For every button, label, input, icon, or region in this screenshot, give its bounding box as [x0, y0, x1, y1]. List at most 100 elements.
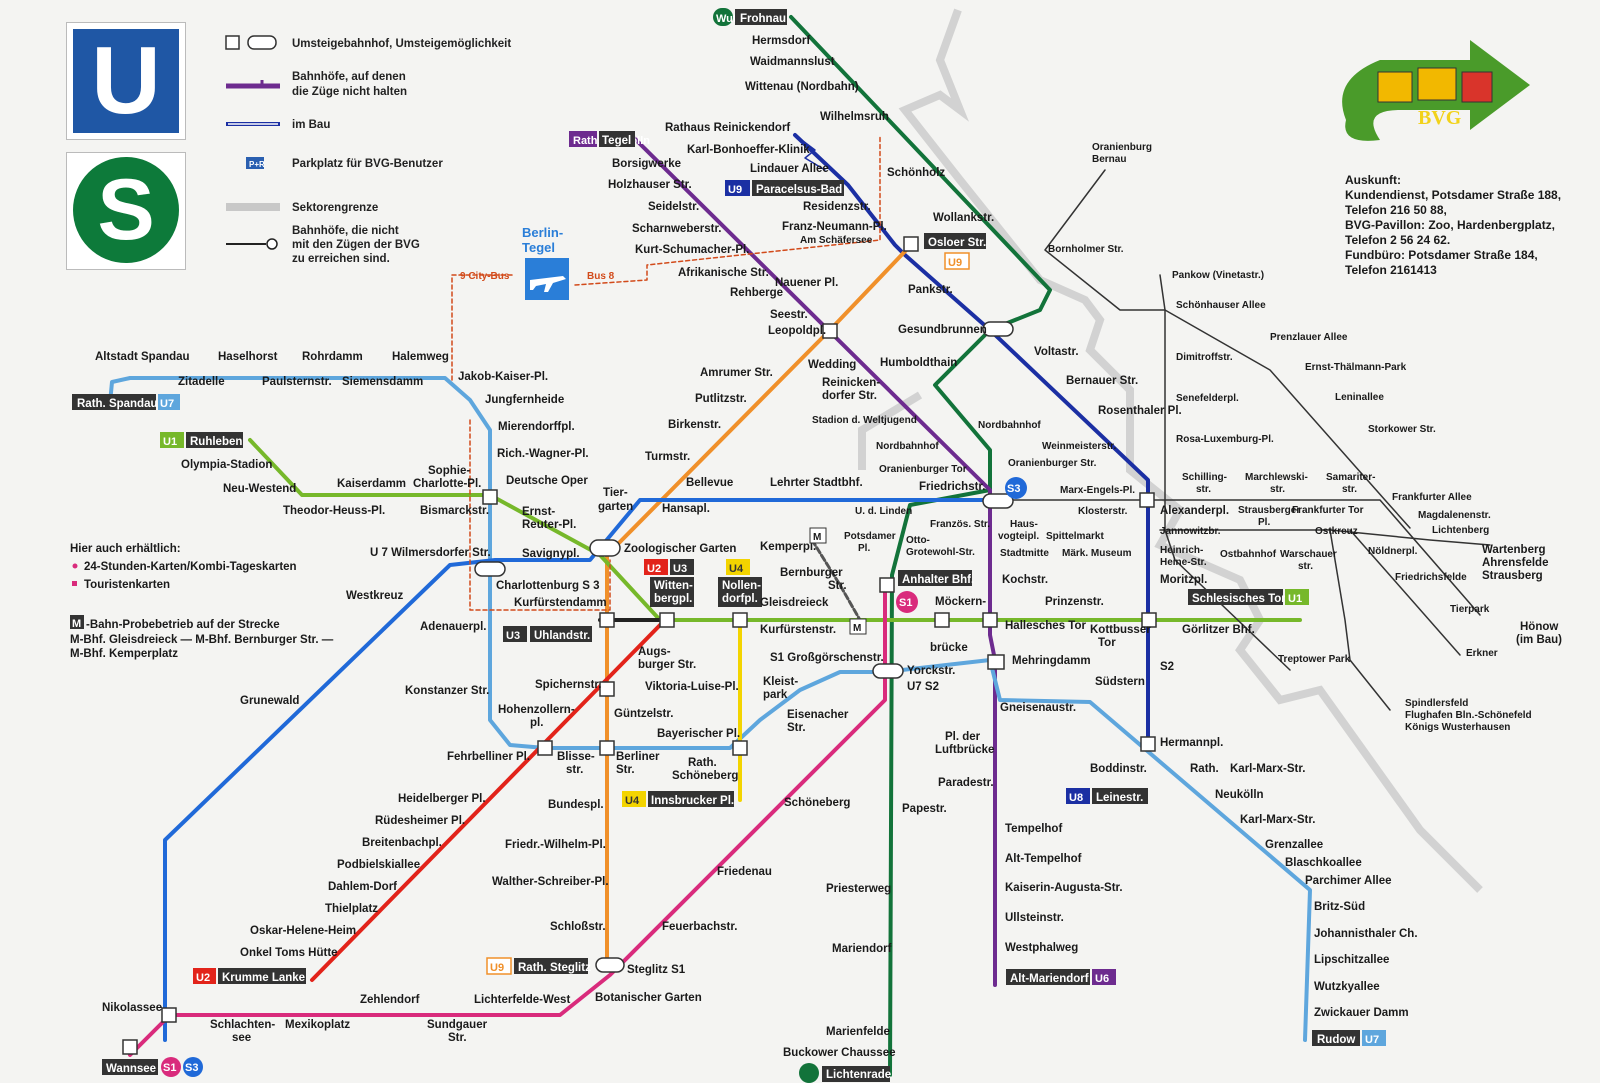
station-lipschitzallee: Lipschitzallee: [1314, 954, 1389, 966]
station-westphalweg: Westphalweg: [1005, 942, 1078, 954]
line-bus8: [574, 134, 881, 286]
station-blaschkoallee: Blaschkoallee: [1285, 857, 1362, 869]
m-bahn-icon: [70, 615, 84, 629]
station-krumme-lanke: Krumme Lanke: [222, 972, 305, 984]
station-flughafen-schoenefeld: Flughafen Bln.-Schönefeld: [1405, 710, 1532, 721]
transfer-mehringdamm: [987, 654, 1005, 670]
line-s3: [163, 498, 992, 1042]
terminus-lichtenrade: [822, 1066, 890, 1082]
badge-s1-anhalter: [896, 591, 918, 613]
station-ahrensfelde: Ahrensfelde: [1482, 557, 1548, 569]
station-innsbrucker-pl: Innsbrucker Pl.: [651, 795, 734, 807]
badge-u2-krumme-lanke: [193, 968, 216, 984]
station-strausberger-pl-1: Strausberger: [1238, 505, 1300, 516]
badge-s3-wannsee-text: S3: [185, 1062, 198, 1074]
station-sundgauer-1: Sundgauer: [427, 1019, 488, 1031]
station-oranienburg: Oranienburg: [1092, 142, 1152, 153]
terminus-leinestr: [1092, 788, 1148, 804]
transfer-nollendorfpl: [732, 612, 748, 628]
station-moeckernbruecke-2: brücke: [930, 642, 968, 654]
station-suedstern: Südstern: [1095, 676, 1145, 688]
station-westkreuz: Westkreuz: [346, 590, 404, 602]
station-paracelsus-bad: Paracelsus-Bad: [756, 184, 842, 196]
station-frohnau: Frohnau: [740, 13, 786, 25]
legend-other-1: Bahnhöfe, die nicht: [292, 225, 399, 237]
badge-u7-spandau: [158, 394, 180, 410]
station-amrumer-str: Amrumer Str.: [700, 367, 773, 379]
badge-u4-innsbrucker-text: U4: [625, 795, 640, 807]
station-tegel: Tegel: [602, 135, 631, 147]
station-karl-marx-str: Neukölln: [1215, 789, 1264, 801]
station-bismarckstr: Bismarckstr.: [420, 505, 489, 517]
transfer-kurfuerstendamm: [599, 612, 615, 628]
line-sbahn-east: [989, 499, 1481, 616]
station-rosa-luxemburg-pl: Rosa-Luxemburg-Pl.: [1176, 434, 1274, 445]
station-lindauer-allee: Lindauer Allee: [750, 163, 829, 175]
station-ruhleben: Ruhleben: [190, 436, 242, 448]
station-pankow: Pankow (Vinetastr.): [1172, 270, 1264, 281]
station-bornholmer-str: Bornholmer Str.: [1048, 244, 1124, 255]
station-kurfuerstenstr: Kurfürstenstr.: [760, 624, 836, 636]
station-eisenacher-1: Eisenacher: [787, 709, 849, 721]
badge-u2-wittenbergpl: [644, 559, 668, 575]
station-friedr-wilhelm-pl: Friedr.-Wilhelm-Pl.: [505, 839, 606, 851]
badge-u3-wittenbergpl: [670, 559, 694, 575]
line-bus-tegel-south: [469, 419, 611, 611]
station-grunewald: Grunewald: [240, 695, 299, 707]
station-goerlitzer-bhf: Görlitzer Bhf.: [1182, 624, 1255, 636]
m-bahn-gleisdreieck-letter: M: [853, 623, 861, 634]
station-bayerischer-pl: Bayerischer Pl.: [657, 728, 740, 740]
legend-other-circle: [266, 238, 278, 250]
station-leopoldpl: Leopoldpl.: [768, 325, 826, 337]
badge-u8-leinestr-text: U8: [1069, 792, 1083, 804]
line-u9: [605, 242, 914, 967]
station-lichterfelde-west: Lichterfelde-West: [474, 994, 570, 1006]
station-jungfernheide: Jungfernheide: [485, 394, 564, 406]
station-rich-wagner-pl: Rich.-Wagner-Pl.: [497, 448, 589, 460]
terminus-ruhleben: [186, 432, 243, 448]
station-birkenstr: Birkenstr.: [668, 419, 721, 431]
legend-parking: Parkplatz für BVG-Benutzer: [292, 158, 443, 170]
station-kochstr: Kochstr.: [1002, 574, 1048, 586]
station-kleistpark-1: Kleist-: [763, 676, 798, 688]
badge-s2-frohnau: [713, 8, 733, 26]
badge-u1-ruhleben-text: U1: [163, 436, 177, 448]
badge-u8-paracelsus-text: U9: [728, 184, 742, 196]
line-u1: [248, 438, 1302, 622]
station-leninallee: Leninallee: [1335, 392, 1384, 403]
station-alt-mariendorf: Alt-Mariendorf: [1010, 973, 1089, 985]
badge-s1-wannsee: [161, 1057, 181, 1077]
station-sundgauer-2: Str.: [448, 1032, 467, 1044]
bvg-train-1: [1377, 71, 1413, 103]
station-am-schaefersee: Am Schäfersee: [800, 235, 873, 246]
station-stadtmitte: Stadtmitte: [1000, 548, 1049, 559]
transfer-wittenbergpl: [659, 612, 675, 628]
station-savignypl: Savignypl.: [522, 548, 580, 560]
line-sbahn-ring-ne: [1164, 309, 1411, 529]
station-wilmersdorfer-str: U 7 Wilmersdorfer Str.: [370, 547, 491, 559]
station-botanischer-garten: Botanischer Garten: [595, 992, 702, 1004]
station-walther-schreiber-pl: Walther-Schreiber-Pl.: [492, 876, 609, 888]
station-steglitz: Steglitz S1: [627, 964, 686, 976]
station-paradestr: Paradestr.: [938, 777, 994, 789]
station-schlachtensee-2: see: [232, 1032, 251, 1044]
station-eisenacher-2: Str.: [787, 722, 806, 734]
station-rath-neukoelln-2: Karl-Marx-Str.: [1230, 763, 1305, 775]
station-turmstr: Turmstr.: [645, 451, 690, 463]
station-adenauerpl: Adenauerpl.: [420, 621, 486, 633]
station-wedding: Wedding: [808, 359, 856, 371]
station-rath-schoeneberg-1: Rath.: [688, 757, 717, 769]
station-gleisdreieck: Gleisdreieck: [760, 597, 829, 609]
transfer-berliner-str: [599, 740, 615, 756]
legend-transfer: Umsteigebahnhof, Umsteigemöglichkeit: [292, 38, 511, 50]
station-mehringdamm: Mehringdamm: [1012, 655, 1091, 667]
station-viktoria-luise-pl: Viktoria-Luise-Pl.: [645, 681, 739, 693]
station-u-d-linden: U. d. Linden: [855, 506, 912, 517]
station-rosenthaler-pl: Rosenthaler Pl.: [1098, 405, 1182, 417]
station-grossgoerschenstr: S1 Großgörschenstr.: [770, 652, 884, 664]
parking-icon-letter: P+R: [249, 160, 265, 169]
terminus-frohnau: [735, 9, 787, 25]
station-wannsee: Wannsee: [106, 1063, 156, 1075]
station-friedrichsfelde: Friedrichsfelde: [1395, 572, 1467, 583]
info-line-5: Telefon 2 56 24 62.: [1345, 233, 1450, 247]
